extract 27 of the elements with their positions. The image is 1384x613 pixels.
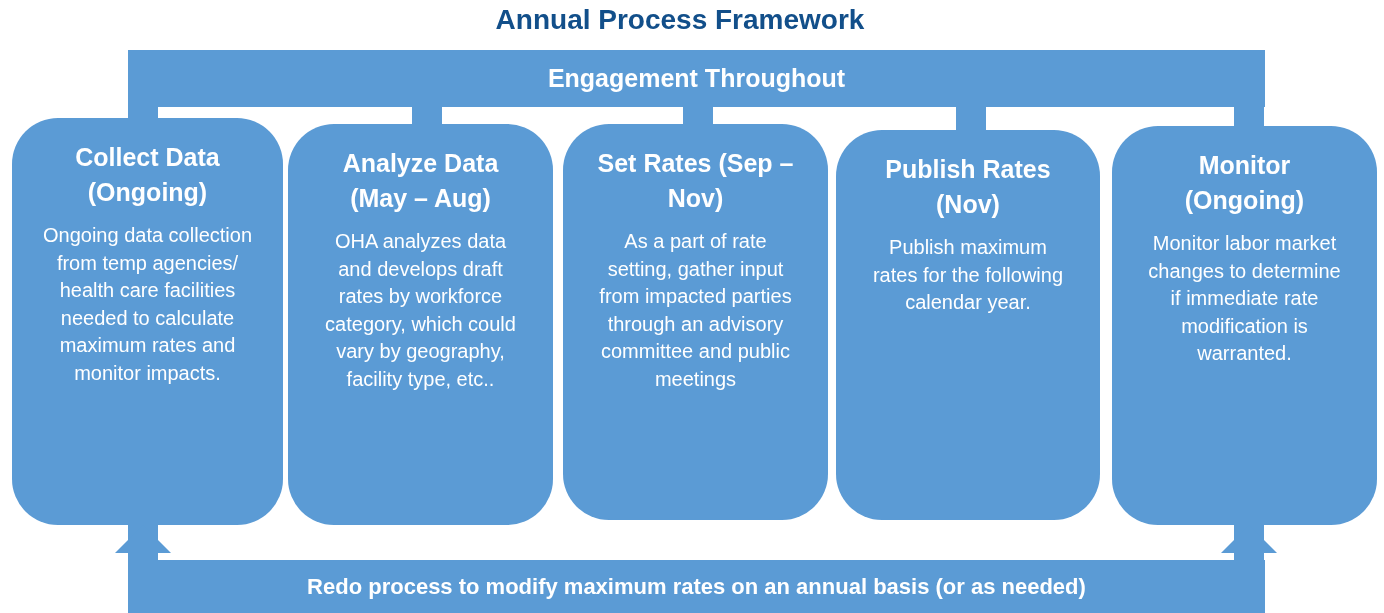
banner-bar xyxy=(128,560,1265,613)
connector xyxy=(412,107,442,124)
step-heading: Publish Rates (Nov) xyxy=(884,154,1052,220)
process-card xyxy=(1112,126,1377,525)
arrow xyxy=(115,525,171,560)
process-card xyxy=(12,118,283,525)
banner-bar xyxy=(128,50,1265,107)
step-heading: Collect Data (Ongoing) xyxy=(74,142,221,208)
process-card xyxy=(288,124,553,525)
process-card xyxy=(563,124,828,520)
step-description: Ongoing data collection from temp agencies/ health care facilities needed to calculate maximum rates and monitor impacts. xyxy=(42,223,253,386)
step-heading: Analyze Data (May – Aug) xyxy=(341,148,500,214)
process-card xyxy=(836,130,1100,520)
diagram-title: Annual Process Framework xyxy=(495,4,865,36)
step-heading: Monitor (Ongoing) xyxy=(1183,150,1306,216)
step-description: As a part of rate setting, gather input from impacted parties through an advisory committee and public meetings xyxy=(598,229,793,392)
step-heading: Set Rates (Sep – Nov) xyxy=(596,148,795,214)
step-description: Publish maximum rates for the following calendar year. xyxy=(871,235,1065,316)
connector xyxy=(956,107,986,130)
connector xyxy=(128,107,158,118)
step-description: OHA analyzes data and develops draft rates by workforce category, which could vary by geography, facility type, etc.. xyxy=(324,229,517,392)
step-description: Monitor labor market changes to determine if immediate rate modification is warranted. xyxy=(1147,231,1342,367)
banner-text: Redo process to modify maximum rates on an annual basis (or as needed) xyxy=(307,573,1086,600)
connector xyxy=(683,107,713,124)
banner-text: Engagement Throughout xyxy=(547,64,846,93)
arrow xyxy=(1221,525,1277,560)
connector xyxy=(1234,107,1264,126)
